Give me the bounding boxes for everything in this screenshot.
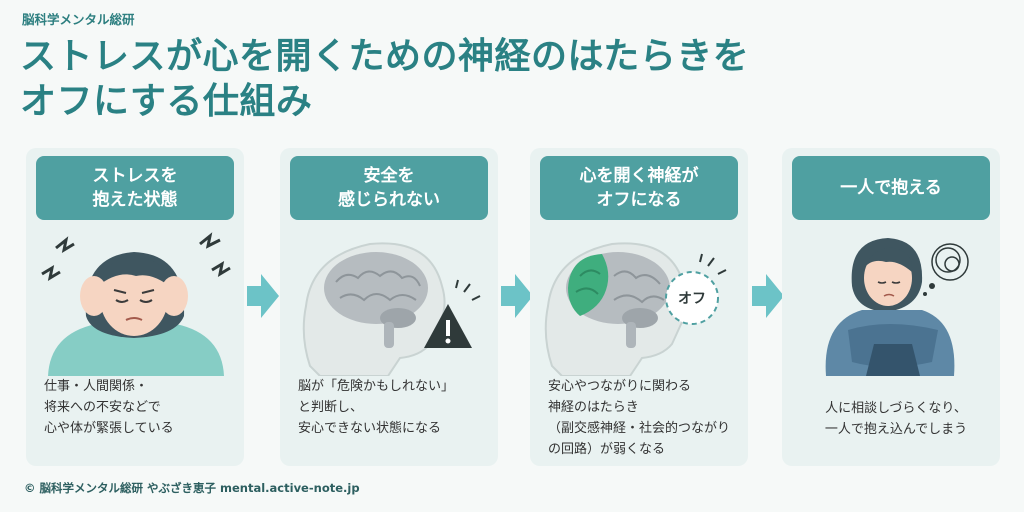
card-heading-line: 安全を [363,166,415,186]
card-body-line: （副交感神経・社会的つながり [548,421,731,436]
stressed-woman-icon [41,232,231,376]
step-card-nerve-off: 心を開く神経が オフになる オフ 安心やつながりに関わる 神経のはたらき （副交… [530,148,748,466]
card-heading: 心を開く神経が オフになる [540,156,738,220]
card-heading: 一人で抱える [792,156,990,220]
step-card-no-safety: 安全を 感じられない 脳が「危険かもしれない」 と判断し、 安心できない状態にな… [280,148,498,466]
card-heading-line: ストレスを [92,166,178,186]
arrow-right-icon [501,274,533,318]
card-body: 仕事・人間関係・ 将来への不安などで 心や体が緊張している [44,376,236,439]
arrow-right-icon [752,274,784,318]
card-body-line: 心や体が緊張している [44,421,174,436]
copyright-footer: © 脳科学メンタル総研 やぶざき恵子 mental.active-note.jp [24,481,360,495]
page-title: ストレスが心を開くための神経のはたらきを オフにする仕組み [20,34,1010,124]
off-badge-label: オフ [678,291,706,307]
title-line-1: ストレスが心を開くための神経のはたらきを [20,36,750,77]
card-body: 人に相談しづらくなり、 一人で抱え込んでしまう [800,398,992,440]
card-body: 脳が「危険かもしれない」 と判断し、 安心できない状態になる [298,376,490,439]
card-body-line: の回路）が弱くなる [548,442,666,457]
card-body-line: と判断し、 [298,400,364,415]
card-heading-line: 心を開く神経が [579,166,699,186]
brain-off-icon [544,242,727,376]
brain-warning-icon [302,242,481,376]
card-body: 安心やつながりに関わる 神経のはたらき （副交感神経・社会的つながり の回路）が… [548,376,740,460]
card-body-line: 神経のはたらき [548,400,639,415]
withdrawn-woman-icon [825,238,969,376]
card-heading-line: オフになる [596,190,682,210]
card-body-line: 仕事・人間関係・ [44,379,149,394]
step-card-alone: 一人で抱える 人に相談しづらくなり、 一人で抱え込んでしまう [782,148,1000,466]
card-body-line: 一人で抱え込んでしまう [824,422,968,437]
card-body-line: 安心やつながりに関わる [548,379,692,394]
brand-label: 脳科学メンタル総研 [22,12,135,27]
card-heading: ストレスを 抱えた状態 [36,156,234,220]
card-heading-line: 一人で抱える [840,178,942,198]
card-heading-line: 抱えた状態 [92,190,178,210]
card-body-line: 安心できない状態になる [298,421,442,436]
card-heading-line: 感じられない [338,190,440,210]
arrow-right-icon [247,274,279,318]
step-card-stress: ストレスを 抱えた状態 仕事・人間関係・ 将来への不安などで 心や体が緊張してい… [26,148,244,466]
title-line-2: オフにする仕組み [20,81,313,122]
card-body-line: 将来への不安などで [44,400,161,415]
card-body-line: 脳が「危険かもしれない」 [298,379,455,394]
card-heading: 安全を 感じられない [290,156,488,220]
card-body-line: 人に相談しづらくなり、 [825,401,967,416]
